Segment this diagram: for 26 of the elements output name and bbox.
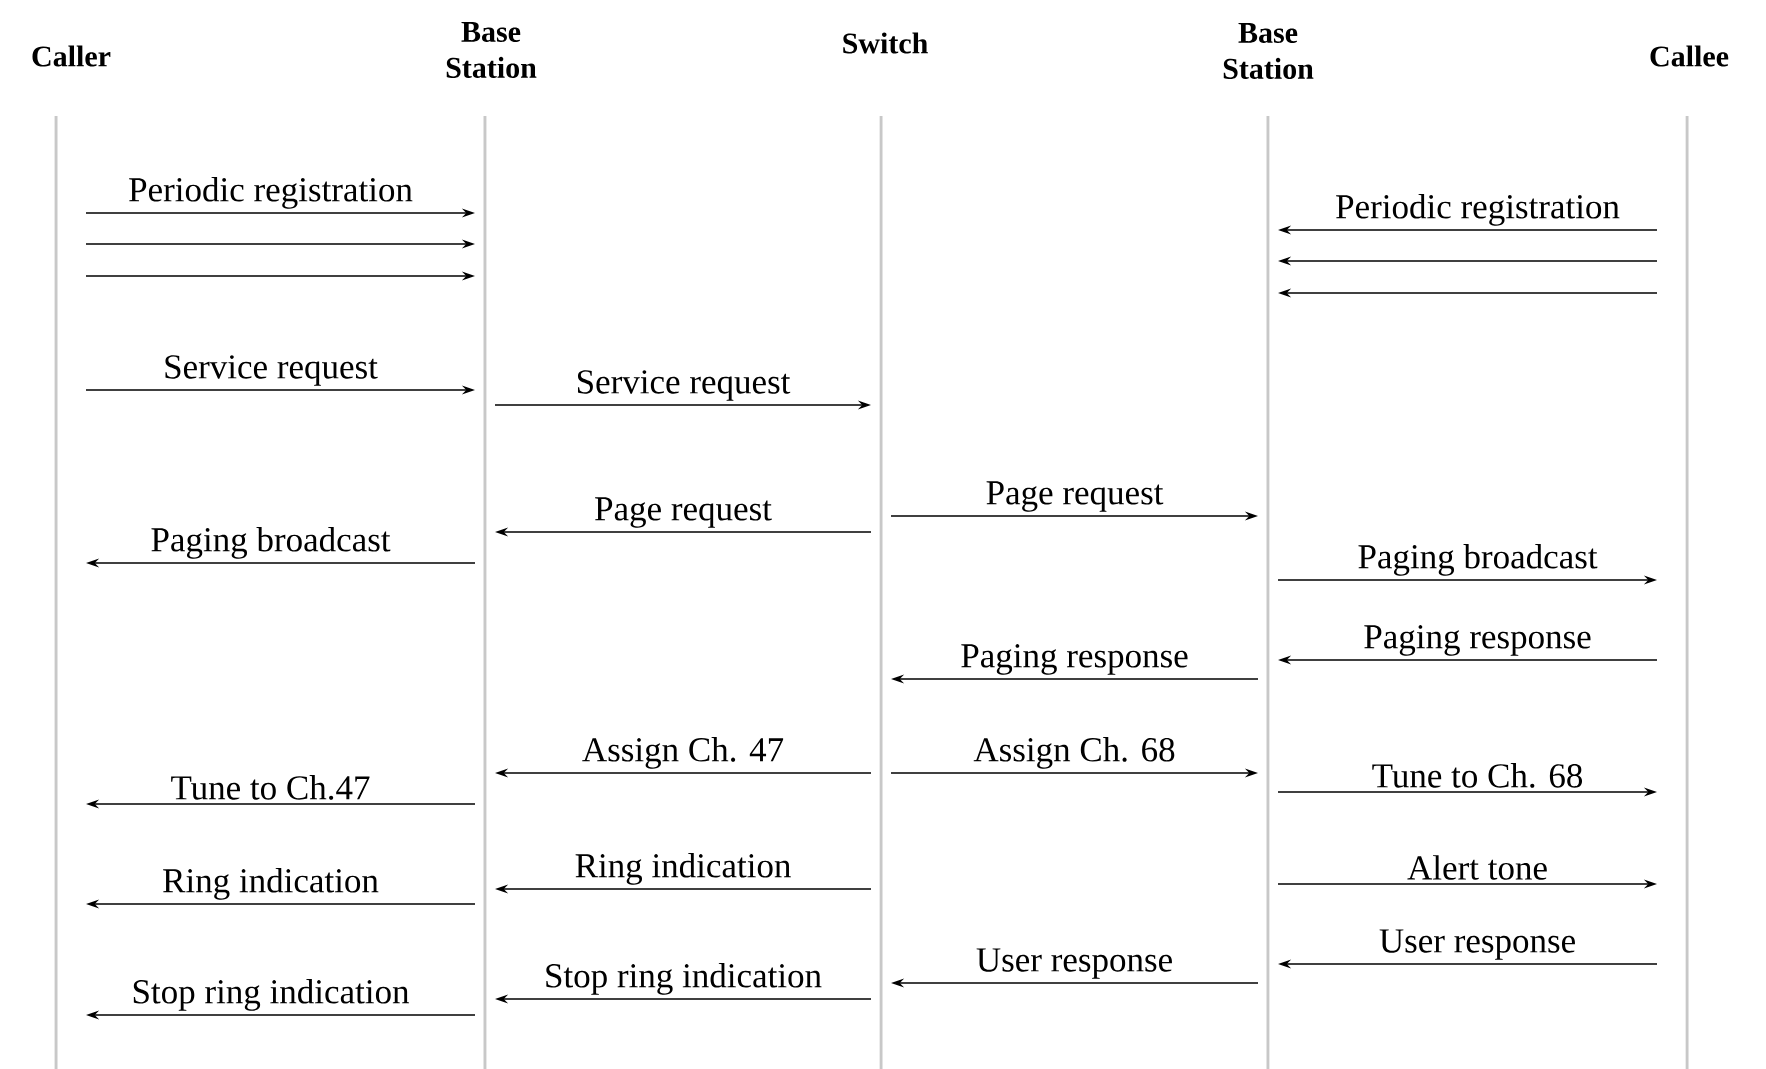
edge-label: Periodic registration — [127, 175, 414, 210]
edge-label: User response — [1377, 928, 1578, 961]
edge-label: Service request — [574, 369, 792, 402]
edge-label: Assign Ch. 68 — [972, 735, 1177, 770]
edge-label: Alert tone — [1406, 854, 1549, 881]
edge-label: Service request — [162, 354, 379, 387]
participant-heading: Base Station — [446, 22, 537, 78]
edge-label: Ring indication — [573, 851, 793, 886]
participant-heading: Caller — [32, 45, 111, 67]
participant-heading: Callee — [1650, 45, 1729, 67]
edge-label: Stop ring indication — [543, 961, 824, 996]
edge-label: Paging broadcast — [1356, 542, 1599, 577]
participant-heading: Base Station — [1223, 23, 1314, 79]
edge-label: Assign Ch. 47 — [580, 735, 786, 770]
edge-label: Paging response — [1362, 624, 1593, 657]
edge-label: Stop ring indication — [130, 977, 411, 1012]
edge-label: Periodic registration — [1334, 192, 1621, 227]
edge-label: Ring indication — [161, 866, 380, 901]
edge-label: Page request — [984, 480, 1165, 513]
edge-label: Paging response — [959, 643, 1190, 676]
participant-heading: Switch — [843, 32, 928, 54]
edge-label: Tune to Ch. 68 — [1370, 762, 1585, 789]
edge-label: User response — [974, 947, 1175, 980]
edge-label: Tune to Ch.47 — [169, 774, 372, 801]
edge-label: Paging broadcast — [149, 525, 392, 560]
edge-label: Page request — [593, 496, 773, 529]
